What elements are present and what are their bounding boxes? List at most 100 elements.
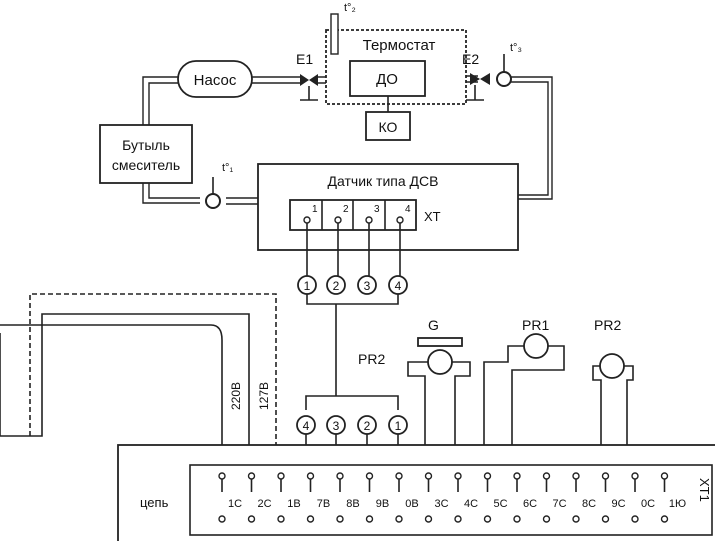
connector-number: 1 (304, 279, 311, 293)
terminal-bottom (483, 515, 492, 523)
terminal-label: 5С (493, 498, 507, 510)
terminal-bottom (306, 515, 315, 523)
connector-number: 4 (303, 419, 310, 433)
xt-pin (396, 216, 404, 224)
terminal-top (365, 472, 374, 480)
terminal-top (572, 472, 580, 480)
terminal-label: 3С (434, 498, 448, 510)
xt-pin (303, 216, 311, 224)
ko-label: КО (379, 119, 398, 135)
terminal-top (513, 472, 521, 480)
connector-circle (326, 275, 346, 295)
mixer-bottle (99, 124, 193, 184)
circuit-label: цепь (140, 495, 169, 510)
terminal-top (277, 472, 285, 480)
pump-label: Насос (194, 72, 237, 89)
xt-label: ХТ (424, 209, 441, 224)
terminal-strip (189, 464, 713, 536)
xt-pins: 1 2 3 4 (303, 204, 411, 276)
terminal-top (631, 472, 639, 480)
corner-mark: ХТ1 (697, 478, 712, 502)
connector-number: 2 (333, 279, 340, 293)
terminal-label: 1С (228, 498, 242, 510)
terminal-label: 6С (523, 498, 537, 510)
cable-trunk (305, 294, 399, 410)
terminal-top (218, 472, 226, 480)
terminal-label: 0С (641, 498, 655, 510)
terminal-top (306, 472, 315, 480)
pump (177, 60, 253, 98)
connector-number: 3 (333, 419, 340, 433)
label-127v: 127В (257, 382, 271, 410)
terminal-row: 1С 2С 1В 7В 8В 9В 0В 3С 4С 5С 6С 7С 8С 9С 0С 1Ю (218, 472, 686, 523)
mixer-label-line1: Бутыль (122, 137, 170, 153)
xt-pin-number: 4 (405, 204, 411, 215)
t1-label: t°₁ (222, 162, 233, 174)
terminal-top (336, 472, 344, 480)
e1-junction (300, 74, 318, 101)
pr1-label: PR1 (522, 317, 549, 333)
terminal-bottom (631, 515, 639, 523)
terminal-bottom (660, 515, 669, 523)
xt-pin-number: 2 (343, 204, 349, 215)
g-element (427, 349, 453, 375)
terminal-bottom (572, 515, 580, 523)
xt-pin-number: 3 (374, 204, 380, 215)
terminal-label: 7С (552, 498, 566, 510)
terminal-top (454, 472, 462, 480)
label-220v: 220В (229, 382, 243, 410)
terminal-label: 0В (405, 498, 418, 510)
terminal-bottom (277, 515, 285, 523)
terminal-board (117, 444, 715, 541)
terminal-top (395, 472, 403, 480)
terminal-label: 8В (346, 498, 359, 510)
terminal-bottom (424, 515, 433, 523)
terminal-label: 4С (464, 498, 478, 510)
thermometer-t2 (330, 13, 339, 55)
terminal-label: 9В (376, 498, 389, 510)
connector-number: 3 (364, 279, 371, 293)
xt-pin (334, 216, 342, 224)
terminal-label: 1В (287, 498, 300, 510)
terminal-label: 2С (257, 498, 271, 510)
connector-number: 1 (395, 419, 402, 433)
terminal-top (660, 472, 669, 480)
terminal-bottom (336, 515, 344, 523)
t3-label: t°₃ (510, 42, 522, 54)
g-bar (417, 337, 463, 347)
terminal-label: 7В (317, 498, 330, 510)
terminal-bottom (601, 515, 610, 523)
mixer-label-line2: смеситель (112, 157, 180, 173)
connector-circle (357, 275, 377, 295)
pr2-right-label: PR2 (594, 317, 621, 333)
terminal-bottom (454, 515, 462, 523)
thermometer-t1 (205, 193, 221, 209)
terminal-bottom (395, 515, 403, 523)
terminal-top (247, 472, 256, 480)
terminal-bottom (365, 515, 374, 523)
terminal-bottom (218, 515, 226, 523)
xt-pin-number: 1 (312, 204, 318, 215)
terminal-label: 1Ю (669, 498, 686, 510)
e2-label: Е2 (462, 51, 479, 67)
terminal-bottom (513, 515, 521, 523)
pr2-element (599, 353, 625, 379)
terminal-bottom (247, 515, 256, 523)
g-label: G (428, 317, 439, 333)
thermometer-t3 (496, 71, 512, 87)
terminal-top (424, 472, 433, 480)
lead-220v (0, 324, 223, 470)
terminal-top (601, 472, 610, 480)
xt-pin (365, 216, 373, 224)
sensor-title: Датчик типа ДСВ (328, 173, 439, 189)
connector-number: 2 (364, 419, 371, 433)
ko-box (365, 111, 411, 141)
terminal-bottom (542, 515, 551, 523)
do-label: ДО (376, 71, 398, 88)
terminal-label: 8С (582, 498, 596, 510)
pr2-left-label: PR2 (358, 351, 385, 367)
lead-dashed (29, 293, 277, 470)
pr1-element (523, 333, 549, 359)
terminal-label: 9С (611, 498, 625, 510)
